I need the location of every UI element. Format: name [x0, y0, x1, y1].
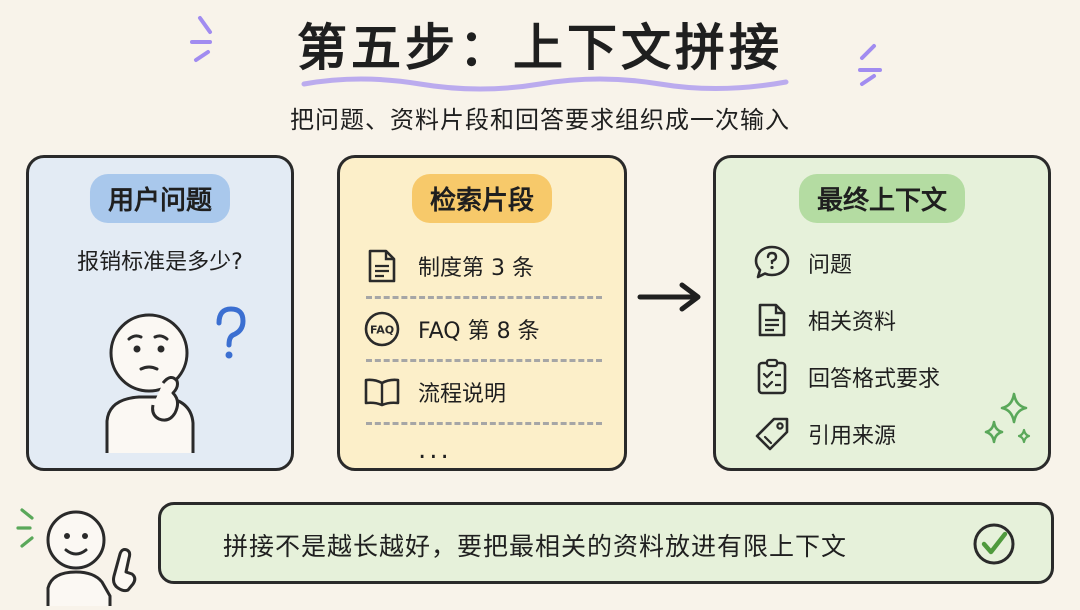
user-question-card: 用户问题 报销标准是多少? [26, 155, 294, 471]
final-context-card: 最终上下文 问题 相关资料 回答格式要求 引用来源 [713, 155, 1051, 471]
divider [366, 422, 602, 425]
question-bubble-icon [752, 243, 792, 283]
final-item-text: 回答格式要求 [808, 366, 941, 392]
snippet-text: 制度第 3 条 [418, 256, 534, 281]
final-context-label: 最终上下文 [798, 174, 966, 223]
document-icon [362, 246, 402, 286]
more-ellipsis: ... [418, 435, 452, 465]
page-title: 第五步：上下文拼接 [297, 19, 783, 77]
document-icon [752, 300, 792, 340]
list-item: FAQ FAQ 第 8 条 [362, 299, 606, 359]
sparkle-right-icon [858, 44, 882, 86]
title-underline [301, 76, 789, 92]
faq-icon-text: FAQ [370, 324, 394, 337]
final-item-text: 相关资料 [808, 309, 897, 335]
divider [366, 296, 602, 299]
book-icon [362, 372, 402, 412]
checklist-icon [752, 357, 792, 397]
retrieved-snippets-label: 检索片段 [411, 174, 553, 223]
pointing-person-icon [16, 508, 137, 606]
final-item-text: 引用来源 [808, 423, 897, 449]
thinking-person-icon [105, 306, 246, 453]
snippet-text: 流程说明 [418, 382, 507, 407]
tip-banner: 拼接不是越长越好，要把最相关的资料放进有限上下文 [158, 502, 1054, 584]
retrieved-snippets-card: 检索片段 制度第 3 条 FAQ FAQ 第 8 条 流程说明 [337, 155, 627, 471]
final-item-text: 问题 [808, 252, 853, 278]
divider [366, 359, 602, 362]
list-item: 回答格式要求 [752, 348, 1032, 405]
list-item: 引用来源 [752, 405, 1032, 462]
check-circle-icon [973, 523, 1015, 565]
final-context-list: 问题 相关资料 回答格式要求 引用来源 [752, 234, 1032, 462]
sparkle-icon [984, 392, 1031, 444]
page-subtitle: 把问题、资料片段和回答要求组织成一次输入 [290, 106, 790, 134]
faq-icon: FAQ [362, 309, 402, 349]
list-item: 制度第 3 条 [362, 236, 606, 296]
user-question-label: 用户问题 [89, 174, 231, 223]
list-item: 流程说明 [362, 362, 606, 422]
sparkle-left-icon [190, 16, 212, 62]
user-question-text: 报销标准是多少? [77, 250, 243, 275]
list-item: 相关资料 [752, 291, 1032, 348]
arrow-right-icon [637, 282, 701, 312]
list-item: 问题 [752, 234, 1032, 291]
snippet-text: FAQ 第 8 条 [418, 319, 540, 344]
snippet-list: 制度第 3 条 FAQ FAQ 第 8 条 流程说明 ... [362, 236, 606, 475]
tag-icon [752, 414, 792, 454]
tip-banner-text: 拼接不是越长越好，要把最相关的资料放进有限上下文 [223, 532, 848, 561]
